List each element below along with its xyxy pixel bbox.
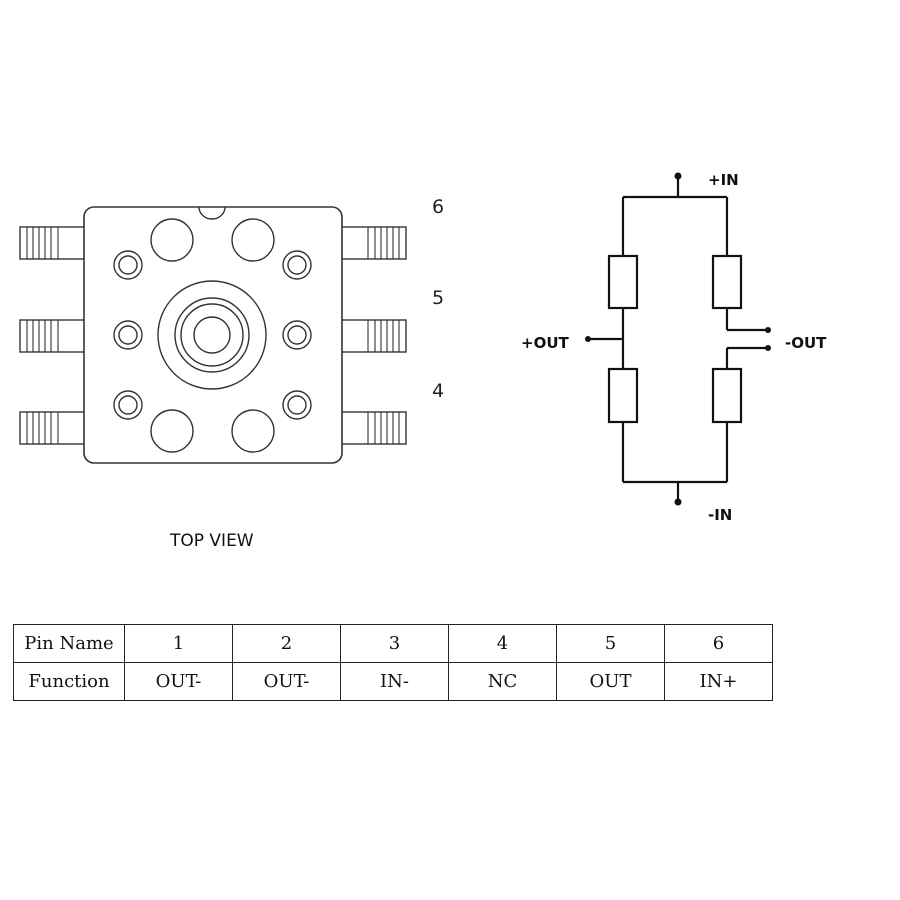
- pin-name-cell: 3: [340, 624, 449, 663]
- function-cell: NC: [448, 662, 557, 701]
- label-in-neg: -IN: [708, 506, 732, 524]
- orientation-notch: [198, 206, 226, 220]
- resistor-bottom-right: [711, 367, 743, 424]
- resistor-top-left: [607, 254, 639, 310]
- function-cell: IN+: [664, 662, 773, 701]
- large-hole: [150, 409, 194, 453]
- pin-number-4: 4: [432, 380, 444, 402]
- pin-name-cell: 4: [448, 624, 557, 663]
- small-holes: [113, 250, 312, 420]
- label-out-pos: +OUT: [521, 334, 570, 352]
- label-in-pos: +IN: [708, 171, 739, 189]
- top-view-caption: TOP VIEW: [169, 531, 254, 551]
- resistor-bottom-left: [607, 367, 639, 424]
- package-body: [83, 206, 343, 464]
- pin-name-row: Pin Name 1 2 3 4 5 6: [13, 624, 773, 663]
- large-hole: [231, 218, 275, 262]
- pin-table: Pin Name 1 2 3 4 5 6 Function OUT- OUT- …: [13, 624, 773, 701]
- package-top-view: [19, 206, 407, 464]
- pin-name-cell: 5: [556, 624, 665, 663]
- pin-name-cell: 6: [664, 624, 773, 663]
- function-cell: OUT: [556, 662, 665, 701]
- large-hole: [150, 218, 194, 262]
- function-cell: IN-: [340, 662, 449, 701]
- right-leads: [339, 226, 407, 445]
- pin-number-5: 5: [432, 287, 444, 309]
- pin-name-cell: 2: [232, 624, 341, 663]
- left-leads: [19, 226, 86, 445]
- function-cell: OUT-: [124, 662, 233, 701]
- pressure-port: [157, 280, 267, 390]
- function-row: Function OUT- OUT- IN- NC OUT IN+: [13, 662, 773, 701]
- label-out-neg: -OUT: [785, 334, 827, 352]
- row-header-pin-name: Pin Name: [13, 624, 125, 663]
- pin-name-cell: 1: [124, 624, 233, 663]
- row-header-function: Function: [13, 662, 125, 701]
- terminal-dots: [585, 172, 771, 506]
- resistor-top-right: [711, 254, 743, 310]
- pin-number-6: 6: [432, 196, 444, 218]
- function-cell: OUT-: [232, 662, 341, 701]
- large-hole: [231, 409, 275, 453]
- bridge-schematic: [588, 176, 766, 502]
